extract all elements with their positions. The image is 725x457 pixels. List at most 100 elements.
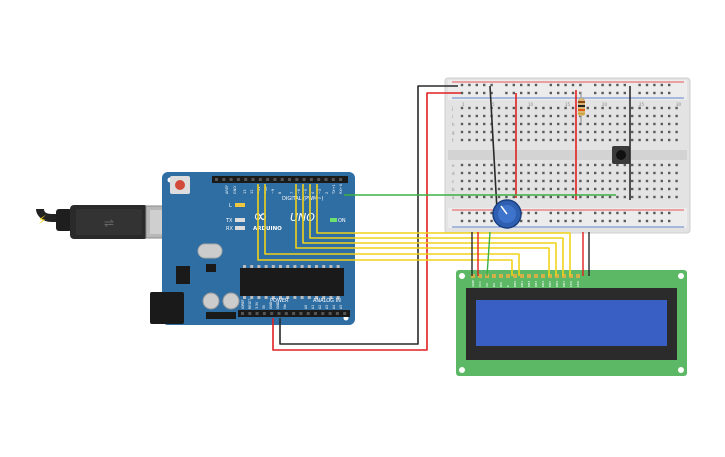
rail-hole [571,211,575,215]
rail-hole [608,91,612,95]
breadboard-hole [586,195,589,199]
wire-black-pot[interactable] [489,85,498,211]
breadboard-hole [579,130,582,134]
breadboard-hole [512,106,515,110]
breadboard-hole [557,138,560,142]
breadboard-hole [668,179,671,183]
breadboard-hole [542,195,545,199]
breadboard-hole [549,114,552,118]
rail-hole [549,211,552,215]
column-number: 20 [602,102,608,107]
breadboard-hole [645,179,649,183]
breadboard-hole [653,130,656,134]
dc-power-jack[interactable] [150,292,184,324]
lcd-16x2-display[interactable]: GND VCC V0 RS RW E DB0 DB1 DB2 DB3 DB4 D… [456,270,687,376]
breadboard-hole [631,114,634,118]
chip-pin [286,296,290,299]
header-pin [299,312,303,315]
row-letter: h [452,122,455,127]
rail-hole [460,91,464,95]
breadboard-hole [608,179,612,183]
breadboard-hole [483,130,486,134]
analog-in-label: ANALOG IN [313,298,341,304]
digital-header[interactable] [212,176,348,183]
breadboard-hole [542,138,545,142]
breadboard-hole [631,122,634,126]
breadboard[interactable]: j i h g f e d c b a 1 5 10 15 20 25 30 [444,77,691,234]
pushbutton[interactable] [612,146,630,164]
rail-hole [623,91,626,95]
arduino-brand: ARDUINO [253,226,282,232]
digital-pin-label: ~3 [318,189,322,194]
potentiometer[interactable] [492,199,522,229]
lcd-pin-label: RS [492,283,496,287]
header-pin [215,178,218,181]
breadboard-hole [668,187,671,191]
wire-yellow-data[interactable] [309,184,564,276]
digital-pin-label: ~9 [271,189,275,194]
lcd-pin-label: RW [499,282,503,287]
breadboard-hole [483,106,486,110]
breadboard-hole [631,106,634,110]
lcd-pin-label: DB6 [555,281,559,287]
breadboard-hole [527,138,530,142]
rail-hole [638,219,641,223]
breadboard-hole [571,122,575,126]
lcd-pin [555,274,559,278]
breadboard-hole [483,163,486,167]
chip-pin [329,265,333,268]
breadboard-hole [468,171,471,175]
rail-hole [660,83,663,87]
breadboard-hole [460,187,464,191]
rail-hole [520,83,523,87]
breadboard-hole [608,138,612,142]
wires[interactable] [257,85,631,351]
breadboard-hole [571,163,575,167]
rail-hole [623,83,626,87]
chip-pin [293,296,297,299]
breadboard-hole [557,106,560,110]
breadboard-hole [579,138,582,142]
breadboard-hole [586,114,589,118]
breadboard-hole [675,163,678,167]
breadboard-hole [638,130,641,134]
wire-green-lcd[interactable] [486,231,491,277]
digital-pin-label: TX→1 [332,184,336,195]
breadboard-hole [490,195,493,199]
breadboard-hole [564,195,567,199]
breadboard-hole [623,163,626,167]
breadboard-hole [564,138,567,142]
rail-hole [549,83,552,87]
resistor[interactable] [578,92,585,123]
header-pin [321,312,325,315]
chip-pin [286,265,290,268]
lcd-pin [492,274,496,278]
breadboard-hole [594,195,597,199]
usb-icon: ⇌ [104,216,114,230]
wire-red-5v[interactable] [272,92,461,351]
breadboard-hole [475,171,478,175]
breadboard-hole [520,114,523,118]
capacitor [202,292,220,310]
wire-yellow-data[interactable] [316,184,571,276]
breadboard-hole [549,138,552,142]
breadboard-hole [512,179,515,183]
breadboard-hole [653,106,656,110]
breadboard-hole [483,138,486,142]
wire-yellow-data[interactable] [257,184,513,276]
wire-yellow-data[interactable] [302,184,557,276]
breadboard-hole [557,122,560,126]
reset-button[interactable] [170,176,190,194]
breadboard-hole [505,122,508,126]
breadboard-hole [490,171,493,175]
wire-black-gnd[interactable] [279,85,458,345]
chip-pin [329,296,333,299]
breadboard-hole [527,122,530,126]
wire-yellow-data[interactable] [295,184,550,276]
rail-hole [527,219,530,223]
breadboard-hole [549,106,552,110]
wire-yellow-data[interactable] [264,184,520,276]
breadboard-hole [512,171,515,175]
breadboard-hole [675,179,678,183]
